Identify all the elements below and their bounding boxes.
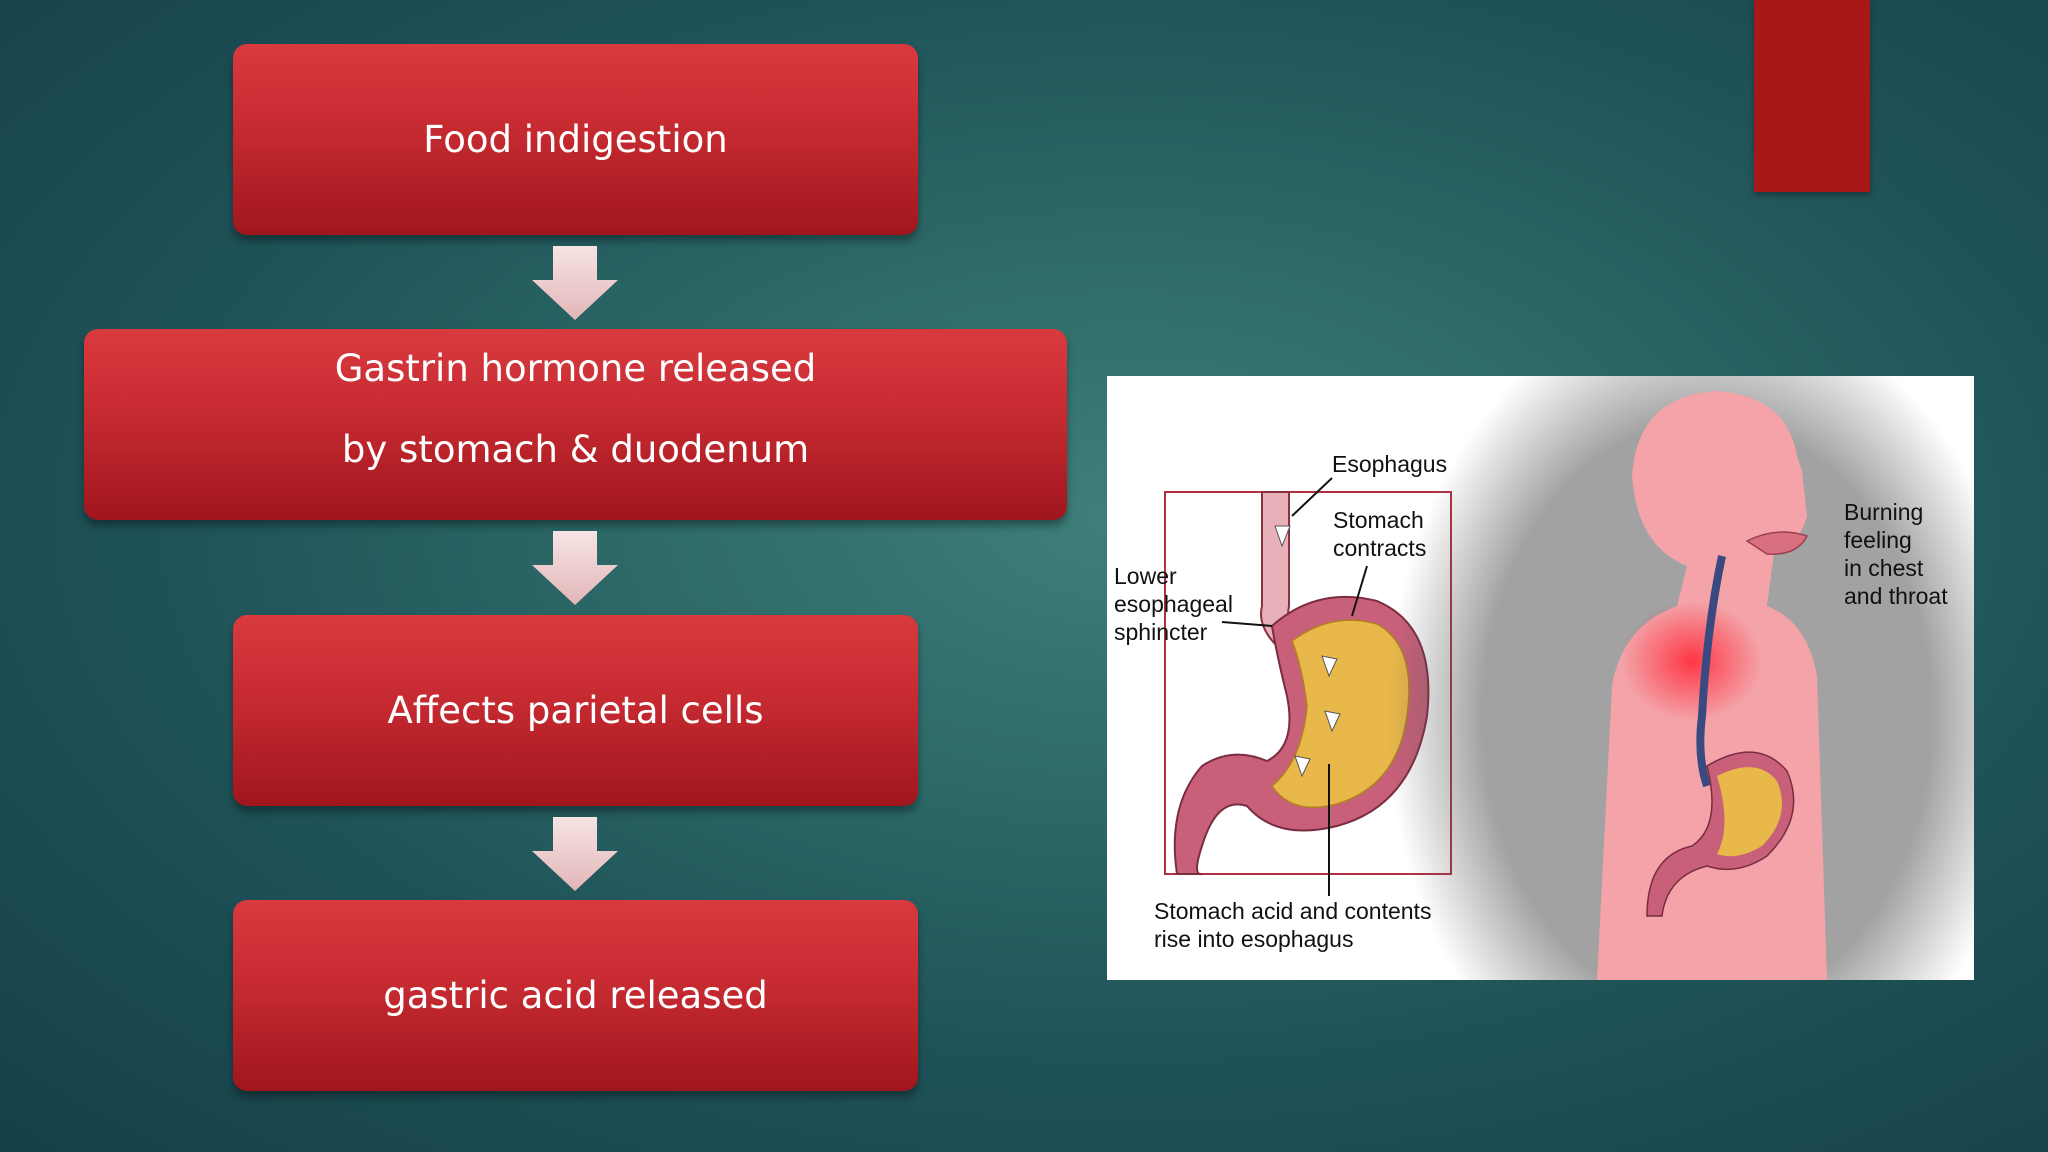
corner-accent-bar xyxy=(1754,0,1870,192)
flow-box-gastric-acid: gastric acid released xyxy=(233,900,918,1091)
label-acid-rises: Stomach acid and contents rise into esop… xyxy=(1154,898,1432,952)
acid-reflux-illustration: Esophagus Stomach contracts Lower esopha… xyxy=(1107,376,1974,980)
flow-box-label: gastric acid released xyxy=(383,974,768,1017)
label-stomach-contracts: Stomach contracts xyxy=(1333,507,1427,561)
flow-box-label: Affects parietal cells xyxy=(387,689,764,732)
label-esophagus: Esophagus xyxy=(1332,451,1448,477)
flow-box-label-line1: Gastrin hormone released xyxy=(334,347,817,390)
flow-box-label: Food indigestion xyxy=(423,118,728,161)
flow-box-parietal-cells: Affects parietal cells xyxy=(233,615,918,806)
flow-box-food-indigestion: Food indigestion xyxy=(233,44,918,235)
label-lower-esophageal-sphincter: Lower esophageal sphincter xyxy=(1114,563,1233,645)
down-arrow-icon xyxy=(532,817,618,891)
flow-box-gastrin-released: Gastrin hormone released by stomach & du… xyxy=(84,329,1067,520)
stomach-anatomy-drawing xyxy=(1164,376,1974,980)
flow-box-label-line2: by stomach & duodenum xyxy=(341,428,810,471)
label-burning-feeling: Burning feeling in chest and throat xyxy=(1844,499,1948,609)
down-arrow-icon xyxy=(532,246,618,320)
down-arrow-icon xyxy=(532,531,618,605)
